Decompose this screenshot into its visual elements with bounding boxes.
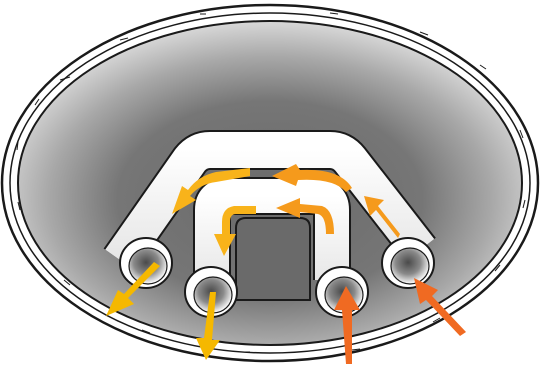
tube-end-1: [120, 238, 172, 288]
tube-end-4: [382, 238, 434, 288]
center-gap: [236, 218, 310, 300]
